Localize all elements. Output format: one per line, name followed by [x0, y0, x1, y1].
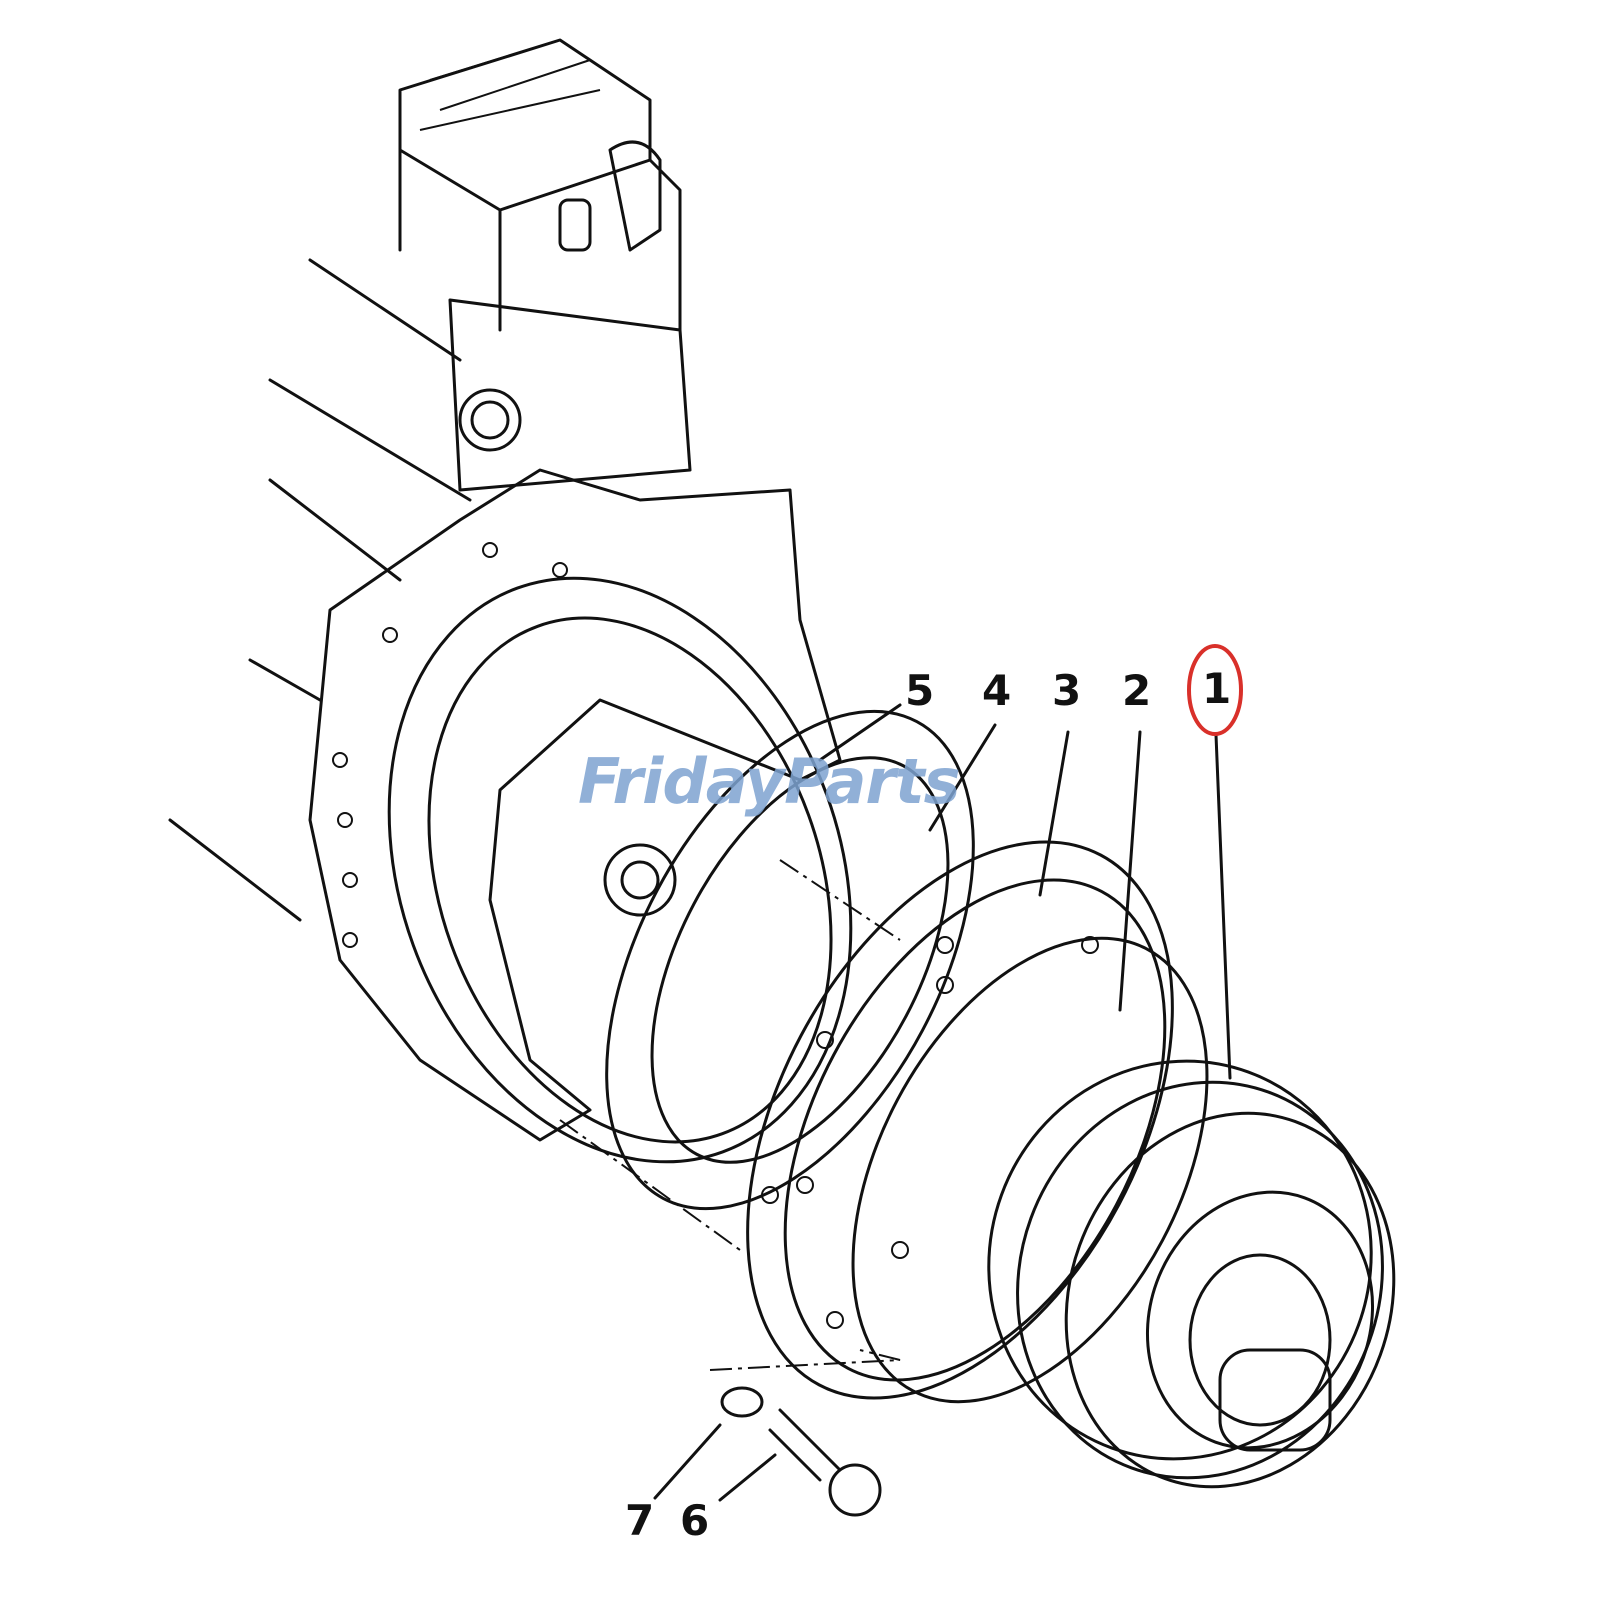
callout-3: 3 [1052, 666, 1082, 715]
engine-block [168, 38, 692, 922]
part-1-torque-converter [987, 1059, 1396, 1489]
callout-5: 5 [905, 666, 935, 715]
part-7-washer [720, 1386, 764, 1418]
callout-7: 7 [625, 1496, 655, 1545]
callout-4: 4 [982, 666, 1012, 715]
watermark-logo: FridayParts [578, 745, 961, 818]
part-2-plate [851, 936, 1209, 1404]
callout-1: 1 [1202, 664, 1232, 713]
part-3-drive-plate [746, 840, 1174, 1400]
part-4-ring [605, 709, 975, 1211]
part-6-bolt [768, 1408, 882, 1517]
highlight-circle [1187, 644, 1243, 736]
leader-lines [653, 703, 1232, 1502]
callout-6: 6 [680, 1496, 710, 1545]
callout-2: 2 [1122, 666, 1152, 715]
flywheel-housing [308, 468, 853, 1164]
